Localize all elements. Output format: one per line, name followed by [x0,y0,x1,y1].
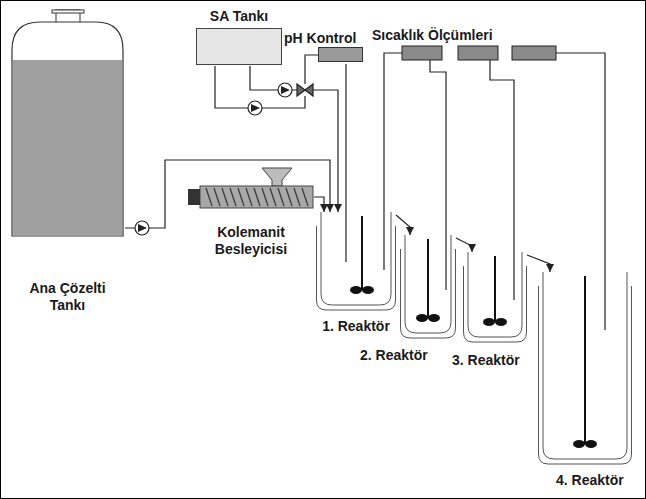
temperature-probe [490,60,514,300]
pipe-connector [314,197,324,212]
node-label: pH Kontrol [284,30,356,47]
reactor-vessel: 4. Reaktör [538,272,632,464]
node-label: Kolemanit Besleyicisi [201,224,301,258]
pump-arrow [251,104,260,112]
pipe-connector [456,238,472,252]
pump-arrow [281,86,290,94]
temperature-meter [512,46,556,60]
acid-tank: SA Tankı [196,8,282,66]
node-label: SA Tankı [196,8,282,25]
temperature-meter [458,46,498,60]
node-label: 1. Reaktör [322,318,390,335]
reactor-vessel-outline [316,212,396,310]
pump-symbol [135,221,149,235]
pump-symbol [278,83,292,97]
temperature-probe [384,53,402,270]
pipe-connector [125,160,330,228]
reactor-vessel: 3. Reaktör [463,252,527,342]
node-label: 4. Reaktör [556,472,624,489]
ph-probe [345,212,346,262]
pipe-connector [527,255,550,272]
pump-arrow [138,224,147,232]
temperature-meter [402,46,442,60]
ph-controller: pH Kontrol [284,30,364,64]
storage-tank: Ana Çözelti Tankı [10,10,125,314]
control-signal [305,55,318,84]
temperature-probe [556,53,605,330]
pipe-connector [345,64,346,212]
node-label: 3. Reaktör [452,352,520,369]
node-label: Ana Çözelti Tankı [10,280,125,314]
pipe-connector [396,215,410,235]
reactor-vessel-outline [400,235,456,338]
reactor-vessel-outline [463,252,527,342]
acid-pipe [215,66,305,108]
temperature-probe [430,60,446,290]
reactor-vessel: 1. Reaktör [316,212,396,310]
pump-symbol [248,101,262,115]
screw-feeder: Kolemanit Besleyicisi [188,168,314,258]
group-label: Sıcaklık Ölçümleri [372,27,493,44]
node-label: 2. Reaktör [360,347,428,364]
reactor-vessel: 2. Reaktör [400,235,456,338]
storage-tank-outline [10,10,125,250]
screw-feeder-outline [188,168,314,216]
reactor-vessel-outline [538,272,632,464]
valve-symbol [297,84,313,96]
